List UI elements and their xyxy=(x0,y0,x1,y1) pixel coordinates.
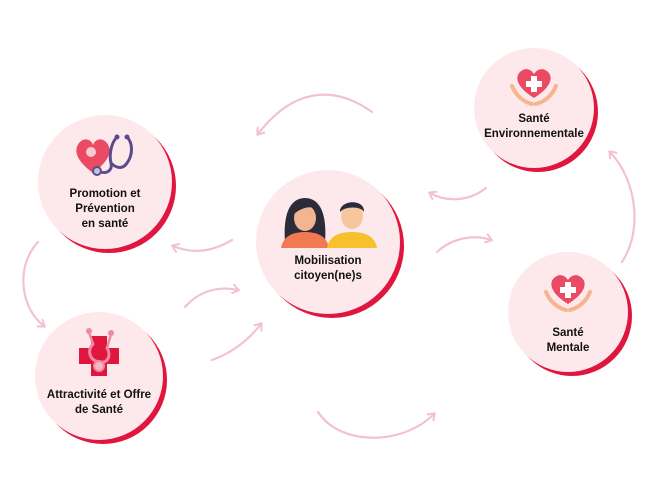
arrow-top-to-promotion xyxy=(258,93,374,134)
node-environnementale: Santé Environnementale xyxy=(474,48,598,172)
heart-hands-icon xyxy=(510,64,558,111)
node-label: Santé Mentale xyxy=(546,327,590,354)
node-mobilisation: Mobilisation citoyen(ne)s xyxy=(256,170,404,318)
arrow-center-to-promotion xyxy=(173,238,234,251)
node-label: Promotion et Prévention en santé xyxy=(69,188,141,230)
node-promotion: Promotion et Prévention en santé xyxy=(38,115,176,253)
circle xyxy=(38,115,172,249)
node-label: Mobilisation citoyen(ne)s xyxy=(294,255,362,282)
arrow-promotion-to-attractivite xyxy=(22,240,44,326)
node-label: Santé Environnementale xyxy=(484,113,584,140)
node-label: Attractivité et Offre de Santé xyxy=(46,389,152,416)
citizens-icon xyxy=(275,192,381,253)
node-attractivite: Attractivité et Offre de Santé xyxy=(35,312,167,444)
arrow-environnementale-to-center xyxy=(430,186,488,199)
node-mentale: Santé Mentale xyxy=(508,252,632,376)
arrow-center-to-mentale xyxy=(435,237,491,254)
arrow-attractivite-to-center-2 xyxy=(210,324,261,362)
circle xyxy=(474,48,594,168)
arrow-mentale-to-environnementale xyxy=(610,152,636,264)
circle xyxy=(256,170,400,314)
arrow-attractivite-to-center-1 xyxy=(183,289,238,309)
medical-cross-stethoscope-icon xyxy=(71,326,127,385)
circle xyxy=(508,252,628,372)
arrow-bottom xyxy=(316,410,434,439)
heart-hands-icon xyxy=(544,270,592,317)
heart-stethoscope-icon xyxy=(73,133,137,184)
